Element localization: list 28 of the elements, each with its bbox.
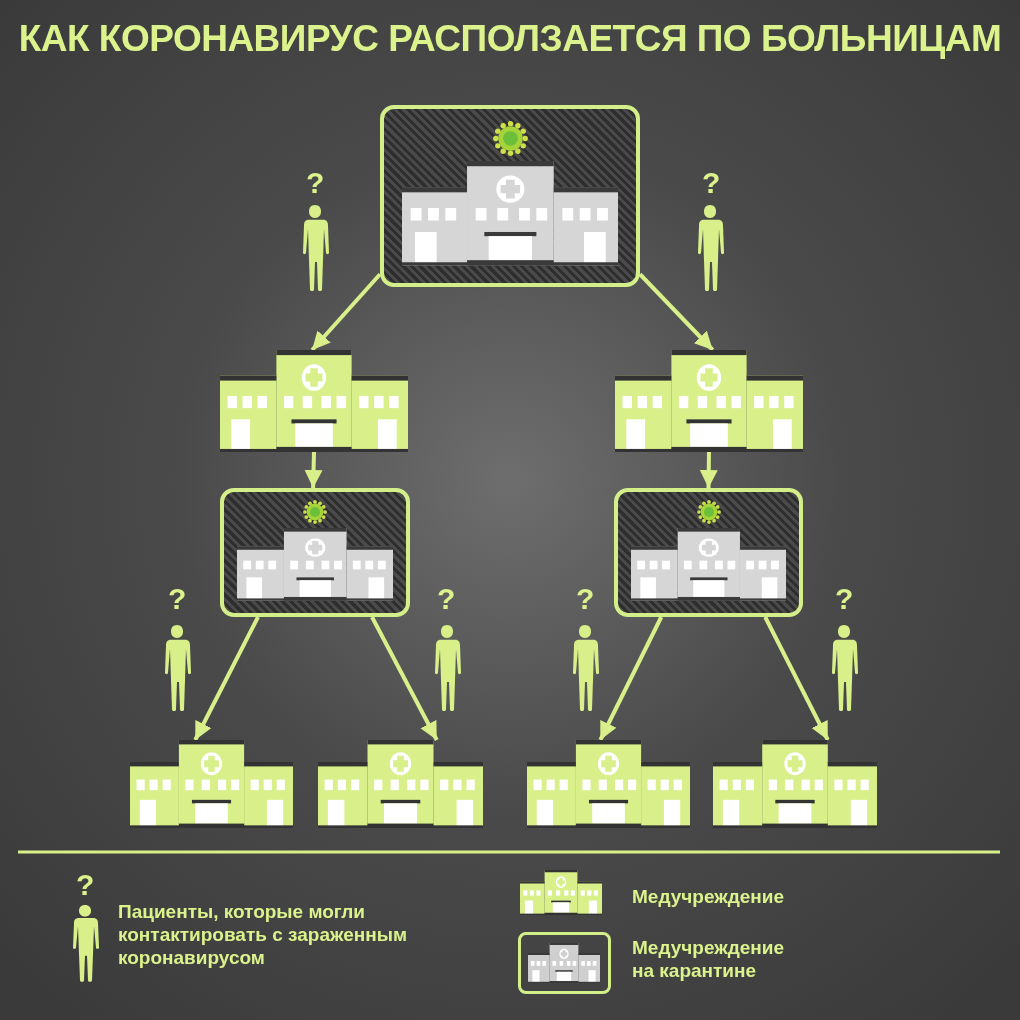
legend-text: Медучреждение: [632, 885, 786, 908]
question-mark: ?: [306, 168, 325, 198]
arrow: [638, 272, 715, 352]
legend-text: Пациенты, которые могли контактировать с зараженным коронавирусом: [118, 900, 408, 969]
hospital-drawing: [220, 350, 408, 452]
hospital-drawing: [713, 740, 877, 828]
quarantine-frame: [614, 488, 803, 617]
quarantine-frame: [220, 488, 410, 617]
hospital-drawing: [318, 740, 483, 828]
arrow: [763, 616, 830, 741]
arrow: [699, 451, 718, 489]
question-mark: ?: [168, 584, 187, 614]
arrow: [598, 616, 664, 741]
arrow: [370, 616, 439, 741]
arrow: [304, 451, 323, 489]
hospital-drawing: [130, 740, 293, 828]
question-mark: ?: [835, 584, 854, 614]
hospital-drawing: [527, 740, 690, 828]
arrow: [310, 272, 382, 352]
question-mark: ?: [702, 168, 721, 198]
question-mark: ?: [576, 584, 595, 614]
question-mark: ?: [76, 870, 95, 900]
question-mark: ?: [437, 584, 456, 614]
hospital-drawing: [615, 350, 803, 452]
arrow: [193, 616, 260, 741]
quarantine-frame: [380, 105, 640, 287]
legend-text: Медучреждение на карантине: [632, 936, 786, 982]
title: КАК КОРОНАВИРУС РАСПОЛЗАЕТСЯ ПО БОЛЬНИЦАМ: [17, 18, 1003, 60]
